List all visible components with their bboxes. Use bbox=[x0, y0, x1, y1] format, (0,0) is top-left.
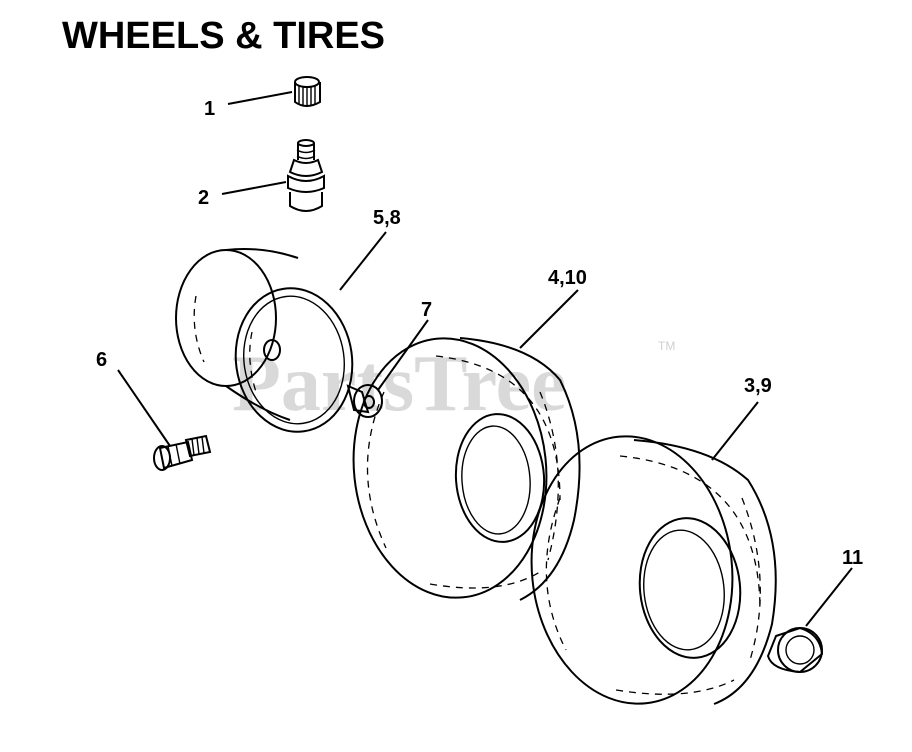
wheel-rim-leader bbox=[339, 231, 387, 291]
bushing-part[interactable] bbox=[346, 384, 383, 418]
callout-6[interactable]: 6 bbox=[96, 349, 107, 371]
diagram-title: WHEELS & TIRES bbox=[62, 15, 385, 57]
callout-11[interactable]: 11 bbox=[842, 547, 863, 569]
lug-bolt-leader bbox=[117, 369, 171, 447]
hub-cap-leader bbox=[805, 567, 853, 627]
valve-stem-part[interactable] bbox=[287, 139, 325, 212]
front-tire-leader bbox=[519, 289, 579, 349]
rear-tire-part[interactable] bbox=[519, 426, 777, 713]
watermark-trademark: TM bbox=[658, 339, 675, 353]
wheel-rim-part[interactable] bbox=[175, 248, 361, 439]
valve-cap-leader bbox=[227, 91, 293, 105]
callout-1[interactable]: 1 bbox=[204, 98, 215, 120]
callout-5-8[interactable]: 5,8 bbox=[373, 207, 401, 229]
rear-tire-leader bbox=[711, 401, 759, 461]
callout-3-9[interactable]: 3,9 bbox=[744, 375, 772, 397]
callout-4-10[interactable]: 4,10 bbox=[548, 267, 587, 289]
valve-cap-part[interactable] bbox=[294, 76, 321, 107]
valve-stem-leader bbox=[221, 181, 287, 195]
callout-2[interactable]: 2 bbox=[198, 187, 209, 209]
bushing-leader bbox=[377, 319, 429, 391]
watermark: PartsTree TM bbox=[232, 339, 675, 428]
hub-cap-part[interactable] bbox=[766, 626, 824, 674]
callout-7[interactable]: 7 bbox=[421, 299, 432, 321]
lug-bolt-part[interactable] bbox=[153, 434, 212, 471]
